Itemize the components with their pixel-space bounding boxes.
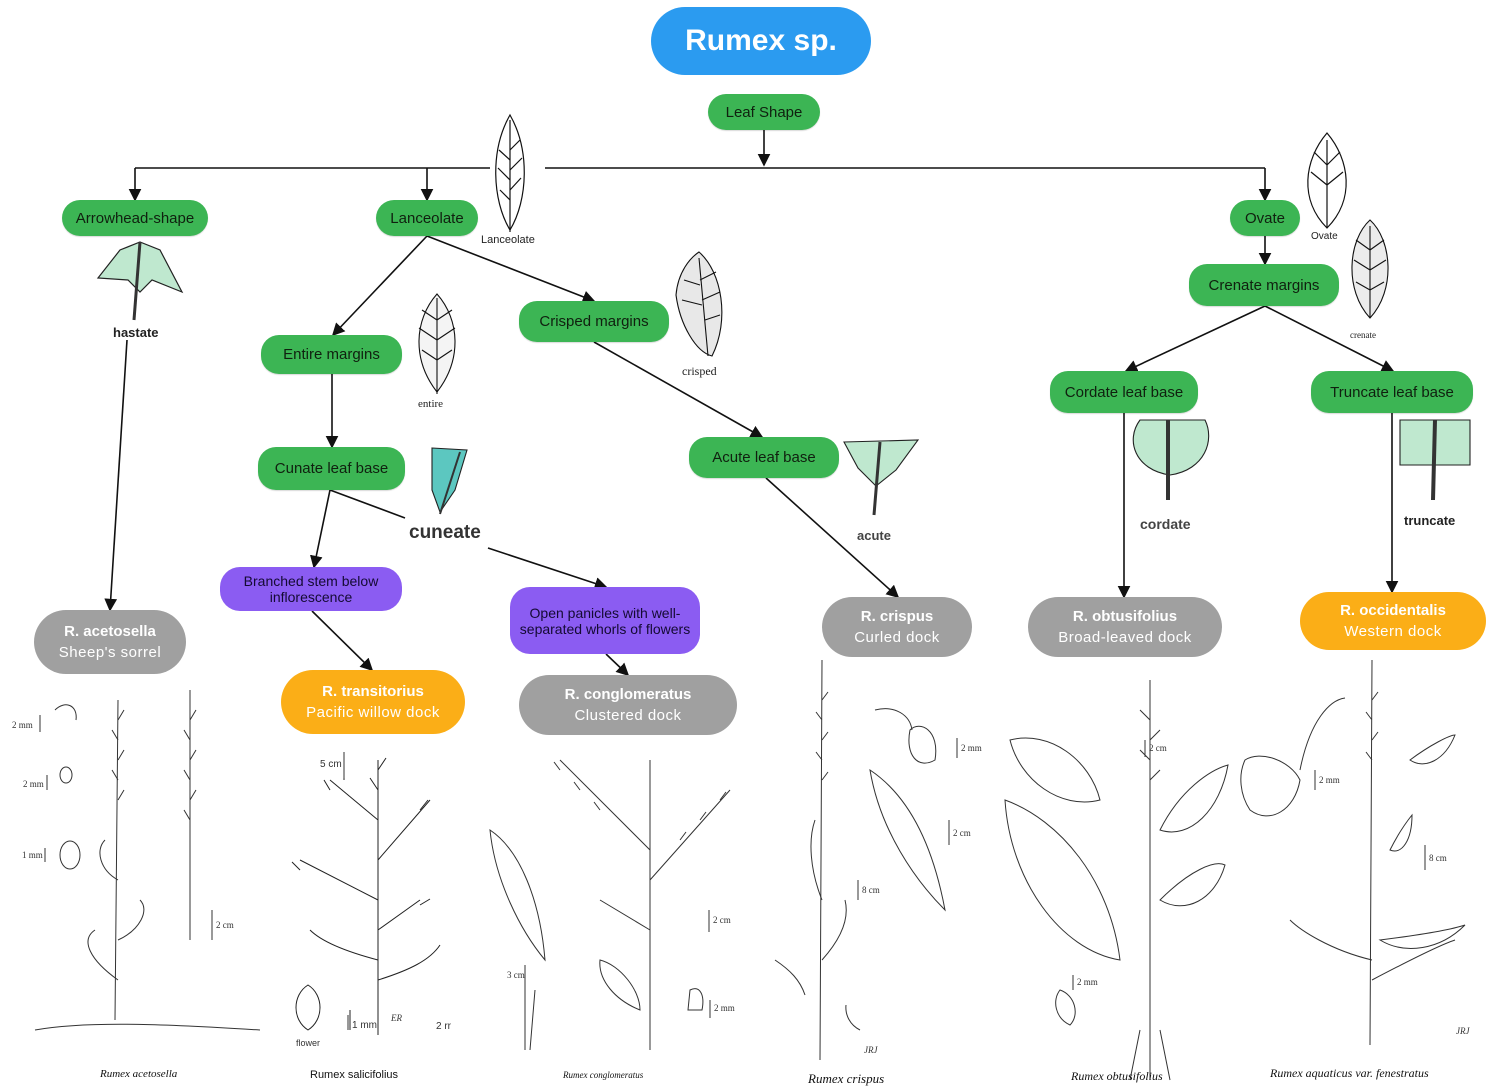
species-common-name: Curled dock [854,627,940,648]
label-entire: entire [418,398,443,410]
scale-label: 2 mm [714,1003,735,1013]
label-cordate: cordate [1140,516,1191,532]
edge-cunate-branched [314,490,330,567]
entire-leaf-icon [419,294,455,394]
scale-label: 8 cm [1429,853,1447,863]
diagram-title: Rumex sp. [651,7,871,75]
label-truncate: truncate [1404,513,1455,528]
label-lanceolate: Lanceolate [481,234,535,246]
artist-initials: JRJ [864,1045,878,1055]
species-scientific-name: R. transitorius [322,681,424,702]
species-scientific-name: R. obtusifolius [1073,606,1177,627]
node-ovate: Ovate [1230,200,1300,236]
species-common-name: Western dock [1344,621,1441,642]
edge-cuneate-open [488,548,606,587]
scale-label: 2 rr [436,1021,451,1032]
obtusifolius-illustration [1005,680,1228,1080]
node-acute-leaf-base: Acute leaf base [689,437,839,478]
label-crenate: crenate [1350,330,1376,340]
label-hastate: hastate [113,325,159,340]
node-crenate-margins: Crenate margins [1189,264,1339,306]
scale-label: 1 mm [352,1020,377,1031]
caption-salicifolius: Rumex salicifolius [310,1069,398,1081]
scale-label: flower [296,1038,320,1048]
species-common-name: Broad-leaved dock [1058,627,1192,648]
species-scientific-name: R. acetosella [64,621,156,642]
species-scientific-name: R. crispus [861,606,934,627]
species-occidentalis: R. occidentalis Western dock [1300,592,1486,650]
edge-crenate-cordate [1126,306,1265,371]
scale-label: 5 cm [320,759,342,770]
truncate-leaf-icon [1400,420,1470,500]
edge-branched-transitorius [312,611,372,670]
scale-label: 2 cm [713,915,731,925]
species-common-name: Sheep's sorrel [59,642,161,663]
node-open-panicles: Open panicles with well-separated whorls… [510,587,700,654]
scale-label: 2 mm [961,743,982,753]
scale-label: 1 mm [22,850,43,860]
node-arrowhead-shape: Arrowhead-shape [62,200,208,236]
caption-crispus: Rumex crispus [808,1071,884,1087]
cordate-leaf-icon [1133,420,1208,500]
label-ovate: Ovate [1311,231,1338,242]
species-crispus: R. crispus Curled dock [822,597,972,657]
species-scientific-name: R. conglomeratus [565,684,692,705]
edge-crisped-acute [594,342,762,437]
scale-label: 2 mm [1319,775,1340,785]
species-conglomeratus: R. conglomeratus Clustered dock [519,675,737,735]
scale-bars [40,715,1425,1030]
node-lanceolate: Lanceolate [376,200,478,236]
acetosella-illustration [35,690,260,1030]
artist-initials: ER [391,1013,402,1023]
crisped-leaf-icon [676,252,722,356]
scale-label: 8 cm [862,885,880,895]
edge-lanceolate-entire [333,236,427,335]
ovate-leaf-icon [1308,133,1346,228]
scale-label: 2 cm [953,828,971,838]
label-cuneate: cuneate [409,522,481,544]
scale-label: 2 mm [23,779,44,789]
crispus-illustration [775,660,945,1060]
species-common-name: Pacific willow dock [306,702,440,723]
crenate-leaf-icon [1352,220,1388,318]
edge-cunate-cuneate-a [330,490,405,518]
node-crisped-margins: Crisped margins [519,301,669,342]
scale-label: 2 mm [12,720,33,730]
edge-open-conglomeratus [606,654,628,675]
node-truncate-leaf-base: Truncate leaf base [1311,371,1473,413]
conglomeratus-illustration [490,760,730,1050]
node-cunate-leaf-base: Cunate leaf base [258,447,405,490]
scale-label: 2 mm [1077,977,1098,987]
label-crisped: crisped [682,364,717,379]
node-branched-stem: Branched stem below inflorescence [220,567,402,611]
artist-initials: JRJ [1456,1026,1470,1036]
species-scientific-name: R. occidentalis [1340,600,1446,621]
caption-conglomeratus: Rumex conglomeratus [563,1070,643,1080]
caption-acetosella: Rumex acetosella [100,1068,177,1080]
species-obtusifolius: R. obtusifolius Broad-leaved dock [1028,597,1222,657]
cuneate-leaf-icon [432,448,467,514]
scale-label: 2 cm [1149,743,1167,753]
node-leaf-shape: Leaf Shape [708,94,820,130]
lanceolate-leaf-icon [496,115,525,232]
caption-aquaticus: Rumex aquaticus var. fenestratus [1270,1066,1429,1081]
caption-obtusifolius: Rumex obtusifolius [1071,1069,1163,1084]
label-acute: acute [857,528,891,543]
scale-label: 3 cm [507,970,525,980]
edge-hastate-acetosella [110,340,127,610]
salicifolius-illustration [292,752,440,1035]
species-common-name: Clustered dock [574,705,681,726]
node-cordate-leaf-base: Cordate leaf base [1050,371,1198,413]
species-acetosella: R. acetosella Sheep's sorrel [34,610,186,674]
node-entire-margins: Entire margins [261,335,402,374]
species-transitorius: R. transitorius Pacific willow dock [281,670,465,734]
hastate-leaf-icon [98,242,182,320]
scale-label: 2 cm [216,920,234,930]
acute-leaf-icon [844,440,918,515]
